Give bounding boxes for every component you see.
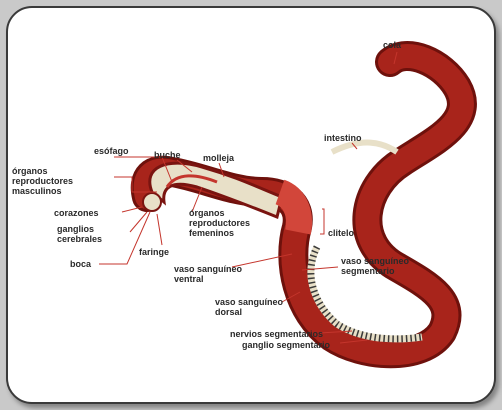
leader-ganglios: [130, 212, 147, 232]
worm-body: [143, 56, 462, 353]
label-ganglios-2: cerebrales: [57, 234, 102, 244]
label-clitelo: clitelo: [328, 228, 355, 238]
label-organos-masc-1: órganos: [12, 166, 48, 176]
label-vaso-dorsal-1: vaso sanguíneo: [215, 297, 284, 307]
intestine-strip: [332, 143, 397, 152]
label-organos-fem-3: femeninos: [189, 228, 234, 238]
label-cola: cola: [383, 40, 402, 50]
head: [143, 193, 161, 211]
label-esofago: esófago: [94, 146, 129, 156]
earthworm-diagram: cola intestino esófago buche molleja órg…: [8, 8, 494, 402]
label-organos-fem-1: órganos: [189, 208, 225, 218]
leader-faringe: [157, 214, 162, 245]
label-vaso-dorsal-2: dorsal: [215, 307, 242, 317]
label-organos-masc-2: reproductores: [12, 176, 73, 186]
leader-clitelo: [320, 209, 324, 234]
label-nervios: nervios segmentarios: [230, 329, 323, 339]
label-organos-masc-3: masculinos: [12, 186, 62, 196]
label-intestino: intestino: [324, 133, 362, 143]
label-ganglios-1: ganglios: [57, 224, 94, 234]
label-faringe: faringe: [139, 247, 169, 257]
label-organos-fem-2: reproductores: [189, 218, 250, 228]
label-buche: buche: [154, 150, 181, 160]
label-vaso-segmentario-1: vaso sanguíneo: [341, 256, 410, 266]
label-molleja: molleja: [203, 153, 235, 163]
diagram-frame: cola intestino esófago buche molleja órg…: [6, 6, 496, 404]
label-boca: boca: [70, 259, 92, 269]
label-vaso-ventral-2: ventral: [174, 274, 204, 284]
label-vaso-ventral-1: vaso sanguíneo: [174, 264, 243, 274]
label-ganglio-seg: ganglio segmentario: [242, 340, 331, 350]
label-vaso-segmentario-2: segmentario: [341, 266, 395, 276]
label-corazones: corazones: [54, 208, 99, 218]
